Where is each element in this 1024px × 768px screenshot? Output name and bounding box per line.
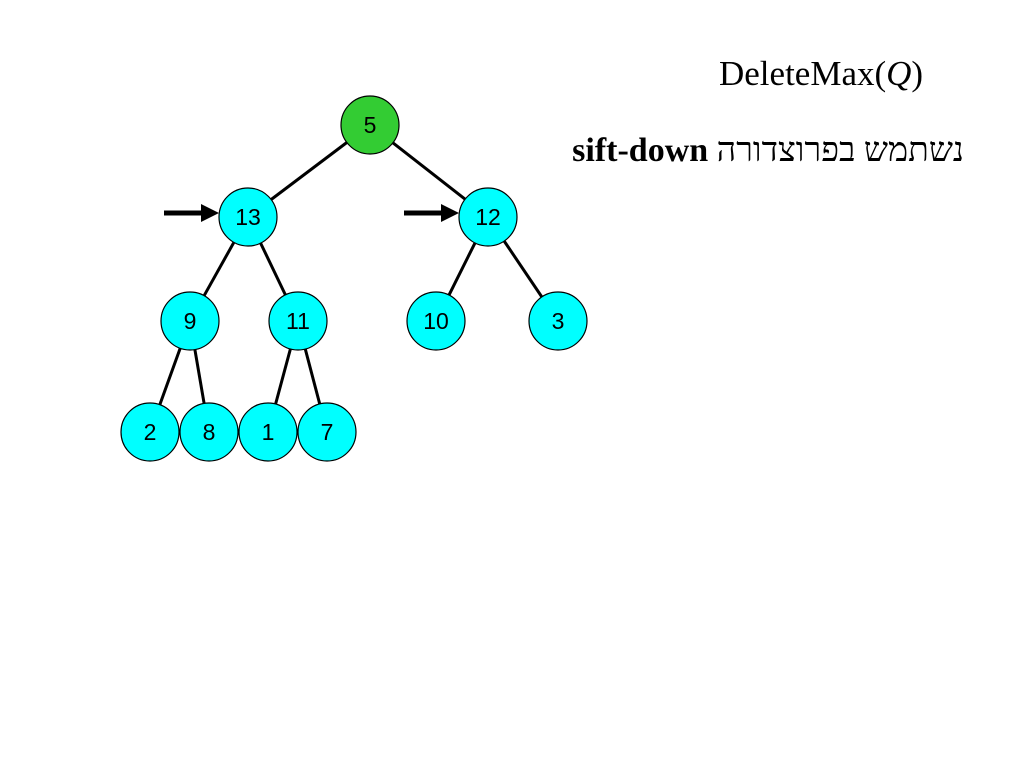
node-label: 5	[364, 112, 377, 138]
pointer-arrow-icon	[404, 204, 459, 222]
tree-edge	[274, 348, 292, 405]
node-circle	[268, 291, 328, 351]
tree-node-7: 7	[297, 402, 357, 462]
tree-edges	[158, 141, 544, 406]
slide-subtitle: נשתמש בפרוצדורה sift-down	[572, 129, 964, 173]
slide-title: DeleteMax(Q)	[719, 52, 923, 96]
tree-edge	[391, 141, 467, 201]
node-circle	[340, 95, 400, 155]
tree-node-13: 13	[218, 187, 278, 247]
node-label: 1	[262, 419, 275, 445]
tree-node-10: 10	[406, 291, 466, 351]
node-circle	[160, 291, 220, 351]
tree-edge	[502, 240, 544, 298]
tree-node-8: 8	[179, 402, 239, 462]
node-label: 13	[235, 204, 261, 230]
node-circle	[406, 291, 466, 351]
tree-edge	[158, 347, 182, 406]
node-label: 3	[552, 308, 565, 334]
subtitle-term: sift-down	[572, 132, 709, 169]
title-suffix: )	[911, 54, 924, 93]
title-param: Q	[886, 54, 912, 93]
node-circle	[120, 402, 180, 462]
node-label: 9	[184, 308, 197, 334]
node-label: 11	[286, 308, 310, 334]
tree-node-1: 1	[238, 402, 298, 462]
tree-node-9: 9	[160, 291, 220, 351]
tree-edge	[259, 242, 287, 296]
pointer-arrow-icon	[164, 204, 219, 222]
tree-edge	[270, 141, 348, 201]
tree-edge	[193, 349, 206, 404]
tree-nodes: 5 13 12 9 11 10 3 2 8 1 7	[120, 95, 588, 462]
node-circle	[297, 402, 357, 462]
tree-node-3: 3	[528, 291, 588, 351]
tree-node-5: 5	[340, 95, 400, 155]
title-prefix: DeleteMax(	[719, 54, 887, 93]
node-circle	[238, 402, 298, 462]
node-label: 12	[475, 204, 501, 230]
tree-node-2: 2	[120, 402, 180, 462]
node-label: 2	[144, 419, 157, 445]
tree-edge	[447, 242, 477, 296]
tree-edge	[303, 348, 322, 405]
node-circle	[528, 291, 588, 351]
tree-edge	[202, 241, 236, 297]
node-circle	[218, 187, 278, 247]
node-circle	[458, 187, 518, 247]
subtitle-hebrew: נשתמש בפרוצדורה	[716, 132, 964, 169]
node-label: 8	[203, 419, 216, 445]
node-circle	[179, 402, 239, 462]
tree-node-12: 12	[458, 187, 518, 247]
tree-node-11: 11	[268, 291, 328, 351]
node-label: 10	[423, 308, 449, 334]
pointer-arrows	[164, 204, 459, 222]
node-label: 7	[321, 419, 334, 445]
